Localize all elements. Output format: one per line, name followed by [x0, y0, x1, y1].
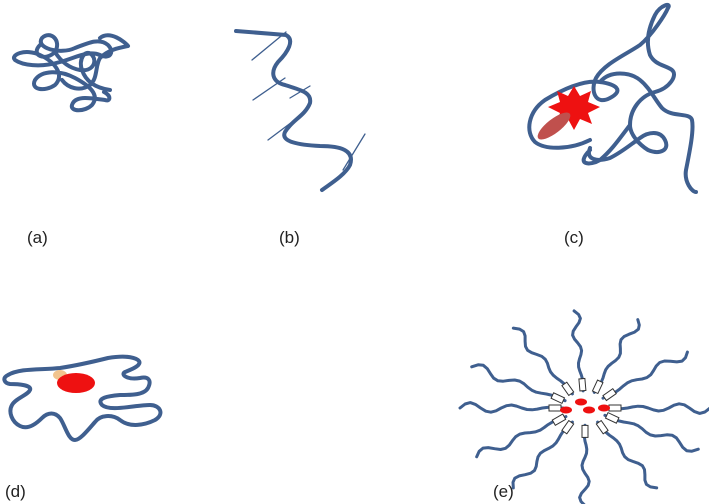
core-particle-e-3: [583, 406, 595, 414]
linker-rect-e: [595, 419, 609, 435]
star-arm-e: [578, 423, 591, 504]
star-arms-e: [458, 309, 709, 504]
star-arm-e: [571, 309, 585, 393]
tick-b-5: [342, 133, 366, 171]
core-particle-d: [57, 373, 95, 393]
linker-rect-e: [608, 404, 622, 412]
linker-rect-e: [548, 404, 562, 412]
label-c: (c): [564, 228, 584, 247]
panel-a-random-coil: [12, 33, 130, 113]
linker-rect-e: [550, 392, 566, 405]
tick-b-2: [252, 77, 286, 101]
star-arm-e: [511, 420, 574, 490]
star-arm-e: [601, 350, 689, 400]
star-arm-e: [596, 420, 659, 490]
linker-rect-e: [578, 377, 587, 392]
panel-e-micelle-star: [458, 309, 709, 504]
linker-rect-e: [581, 424, 589, 438]
tick-b-3: [289, 85, 311, 99]
panel-b-extended-chain: [234, 29, 366, 192]
chain-c: [527, 2, 698, 194]
star-arm-e: [605, 402, 709, 415]
label-b: (b): [279, 228, 300, 247]
linker-rect-e: [604, 411, 620, 424]
linker-rect-e: [561, 419, 575, 435]
core-particle-e-1: [560, 406, 572, 414]
panel-d-chain-with-core: [2, 354, 163, 442]
star-arm-e: [511, 326, 574, 396]
label-e: (e): [493, 482, 514, 501]
star-arm-e: [458, 401, 565, 414]
rod-particle-c: [537, 112, 571, 140]
tick-marks-b: [251, 31, 366, 171]
linker-rect-e: [602, 388, 617, 402]
core-particle-e-4: [598, 404, 610, 412]
star-arm-e: [475, 415, 568, 459]
core-particles-e: [560, 398, 610, 414]
panel-c-chain-with-burst: [527, 2, 698, 194]
linker-rect-e: [561, 381, 575, 397]
label-d: (d): [5, 482, 26, 501]
label-a: (a): [27, 228, 48, 247]
coil-a: [12, 33, 130, 113]
star-arm-e: [592, 318, 641, 394]
tick-b-4: [267, 121, 293, 141]
star-arm-e: [470, 363, 567, 403]
chain-d: [2, 354, 163, 442]
linker-rect-e: [591, 379, 604, 395]
linker-rect-e: [551, 413, 567, 426]
linker-rectangles-e: [548, 377, 622, 438]
star-arm-e: [603, 413, 700, 453]
chain-b: [234, 29, 353, 192]
tick-b-1: [251, 31, 287, 61]
core-particle-e-2: [575, 398, 587, 406]
